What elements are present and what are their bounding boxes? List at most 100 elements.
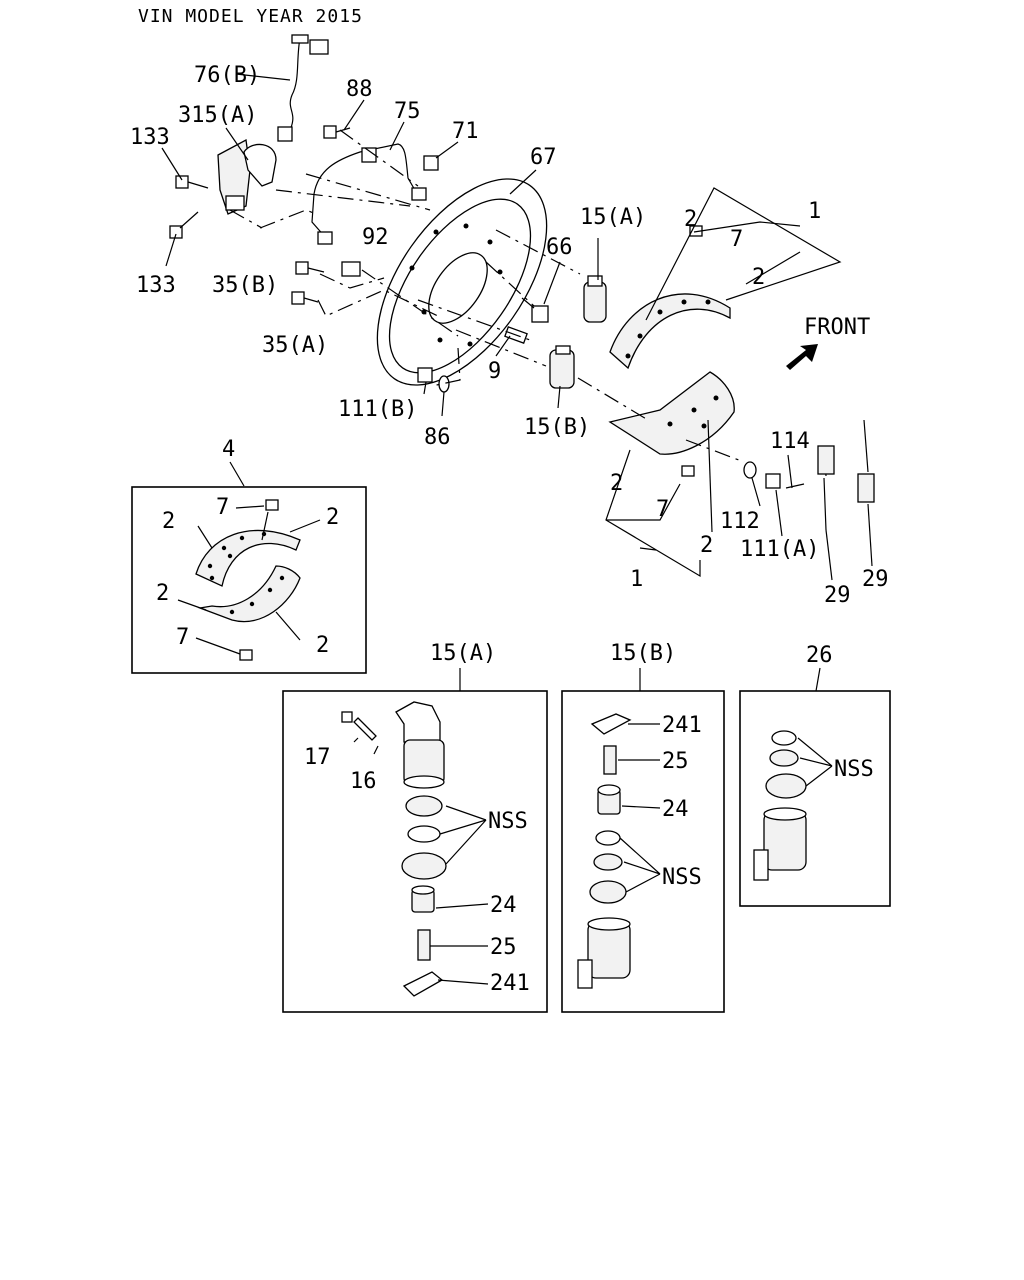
kit26-seals <box>765 730 807 799</box>
callout-7-lower: 7 <box>656 497 669 522</box>
bolt-133-lower <box>169 211 199 239</box>
bracket-315a <box>217 138 277 215</box>
assembly-lines <box>229 129 745 463</box>
wheel-cylinder-15b <box>549 345 575 389</box>
brake-hose-76b <box>277 34 329 142</box>
callout-315a: 315(A) <box>178 103 257 128</box>
kit4-label-2-upper-right: 2 <box>326 505 339 530</box>
front-arrow-icon <box>786 344 818 370</box>
cyl15a-spring-25 <box>417 929 431 961</box>
cyl15b-seals <box>589 830 627 904</box>
bolt-35b <box>295 261 325 275</box>
inset-cylinder-15a: 15(A) 17 16 NSS 24 25 241 <box>282 641 548 1013</box>
kit4-shoe-lower <box>197 565 301 623</box>
callout-2-top-right: 2 <box>752 265 765 290</box>
callout-1-top: 1 <box>808 199 821 224</box>
callout-71: 71 <box>452 119 479 144</box>
wheel-cylinder-15a <box>583 275 607 323</box>
inset-15a-frame <box>282 690 548 1013</box>
front-label: FRONT <box>804 315 870 340</box>
callout-88: 88 <box>346 77 373 102</box>
kit4-label-7-top: 7 <box>216 495 229 520</box>
brake-shoe-lower <box>608 371 735 455</box>
callout-112: 112 <box>720 509 760 534</box>
brake-shoe-upper <box>609 293 731 370</box>
callout-29-right: 29 <box>862 567 889 592</box>
cyl15a-bleeder-16 <box>353 717 377 741</box>
kit4-label-2-lower-left: 2 <box>156 581 169 606</box>
ring-86 <box>438 375 450 393</box>
washer-112 <box>743 461 757 479</box>
callout-15a: 15(A) <box>580 205 646 230</box>
leader-lines <box>161 73 873 581</box>
cyl15b-clip-241 <box>590 713 632 735</box>
inset-cylinder-15b: 15(B) 241 25 24 NSS <box>561 641 725 1013</box>
cyl15a-label-24: 24 <box>490 893 517 918</box>
inset-15a-title: 15(A) <box>430 641 496 666</box>
inset-4-number: 4 <box>222 437 235 462</box>
cyl15b-body <box>577 917 631 989</box>
callout-15b: 15(B) <box>524 415 590 440</box>
cyl15b-label-25: 25 <box>662 749 689 774</box>
cyl15b-label-nss: NSS <box>662 865 702 890</box>
spring-29-right <box>857 419 875 503</box>
bolt-35a <box>291 291 319 305</box>
kit4-label-7-bottom: 7 <box>176 625 189 650</box>
cyl15a-label-16: 16 <box>350 769 377 794</box>
clip-92 <box>341 261 361 277</box>
cyl15a-body <box>395 701 445 789</box>
bolt-88 <box>323 125 351 139</box>
callout-67: 67 <box>530 145 557 170</box>
callout-1-lower: 1 <box>630 567 643 592</box>
cyl15a-piston-24 <box>411 885 435 913</box>
callout-76b: 76(B) <box>194 63 260 88</box>
bolt-133-upper <box>175 175 209 189</box>
cyl15a-cap-17 <box>341 711 353 723</box>
cyl15b-label-24: 24 <box>662 797 689 822</box>
inset-repair-kit-26: 26 NSS <box>739 643 891 907</box>
kit4-shoe-upper <box>195 529 301 587</box>
callout-86: 86 <box>424 425 451 450</box>
inset-26-title: 26 <box>806 643 833 668</box>
cyl15a-label-nss: NSS <box>488 809 528 834</box>
callout-2-lower-right: 2 <box>700 533 713 558</box>
callout-29-left: 29 <box>824 583 851 608</box>
pin-114 <box>785 483 805 489</box>
callout-111a: 111(A) <box>740 537 819 562</box>
callout-133-upper: 133 <box>130 125 170 150</box>
inset-4-frame <box>131 486 367 674</box>
bolt-66 <box>521 297 549 323</box>
callout-2-lower-left: 2 <box>610 471 623 496</box>
callout-35b: 35(B) <box>212 273 278 298</box>
backing-plate-67 <box>376 178 548 386</box>
callout-9: 9 <box>488 359 501 384</box>
kit26-cylinder <box>753 807 807 881</box>
callout-7-top: 7 <box>730 227 743 252</box>
cyl15a-label-17: 17 <box>304 745 331 770</box>
cyl15b-spring-25 <box>603 745 617 775</box>
inset-shoe-kit-4: 4 7 2 2 2 7 2 <box>131 437 367 674</box>
callout-66: 66 <box>546 235 573 260</box>
kit4-rivet-upper <box>265 499 279 511</box>
kit4-label-2-lower-right: 2 <box>316 633 329 658</box>
nut-111b <box>417 367 433 383</box>
callout-75: 75 <box>394 99 421 124</box>
nut-71 <box>423 155 439 171</box>
kit4-label-2-upper-left: 2 <box>162 509 175 534</box>
inset-26-frame <box>739 690 891 907</box>
rivet-7-lower <box>681 465 695 477</box>
inset-15b-title: 15(B) <box>610 641 676 666</box>
callout-92: 92 <box>362 225 389 250</box>
main-callouts: 76(B) 315(A) 133 133 88 75 71 67 92 35(B… <box>130 63 889 608</box>
nut-111a <box>765 473 781 489</box>
kit4-rivet-lower <box>239 649 253 661</box>
spring-29-left <box>817 445 835 531</box>
callout-114: 114 <box>770 429 810 454</box>
callout-35a: 35(A) <box>262 333 328 358</box>
cyl15a-label-241: 241 <box>490 971 530 996</box>
model-year-header: VIN MODEL YEAR 2015 <box>138 6 363 27</box>
callout-111b: 111(B) <box>338 397 417 422</box>
cyl15a-label-25: 25 <box>490 935 517 960</box>
cyl15b-piston-24 <box>597 784 621 815</box>
